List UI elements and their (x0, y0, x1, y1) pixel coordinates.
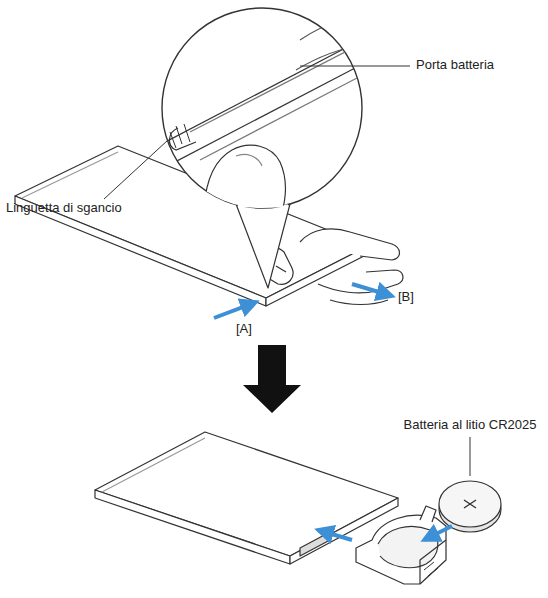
direction-label: [A] (236, 322, 252, 337)
direction-arrow (318, 526, 452, 540)
magnifier-callout (150, 8, 380, 288)
part-label: Porta batteria (416, 58, 494, 73)
direction-arrow (214, 284, 392, 318)
hand (262, 229, 403, 305)
part-label: Linguetta di sgancio (6, 201, 122, 216)
leader-line (104, 66, 470, 476)
coin-battery (439, 481, 501, 532)
battery-holder (356, 506, 446, 584)
part-label: Batteria al litio CR2025 (404, 418, 537, 433)
direction-label: [B] (398, 290, 414, 305)
step-arrow (243, 345, 301, 413)
remote-control (95, 432, 398, 564)
